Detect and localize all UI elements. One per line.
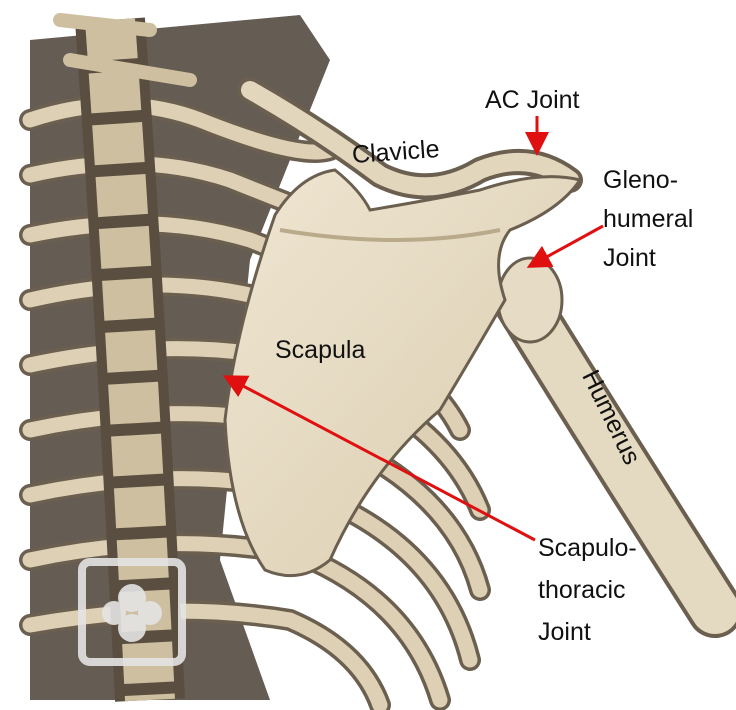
medical-cross-logo-icon — [78, 558, 186, 666]
label-clavicle: Clavicle — [351, 134, 441, 170]
label-scapulothoracic-joint: Joint — [538, 618, 591, 646]
glenohumeral-arrow — [526, 224, 604, 268]
label-humeral: humeral — [603, 205, 694, 233]
label-gleno-joint: Joint — [603, 244, 656, 272]
scapula-bone — [223, 168, 583, 578]
label-scapula: Scapula — [275, 336, 366, 364]
label-thoracic: thoracic — [538, 576, 626, 604]
label-ac-joint: AC Joint — [485, 86, 580, 114]
humerus-bone — [492, 256, 736, 638]
scapulothoracic-arrow — [222, 375, 536, 542]
label-gleno: Gleno- — [603, 166, 679, 194]
pointer-arrows — [222, 116, 604, 542]
label-scapulo: Scapulo- — [538, 534, 637, 562]
spine — [53, 13, 197, 702]
